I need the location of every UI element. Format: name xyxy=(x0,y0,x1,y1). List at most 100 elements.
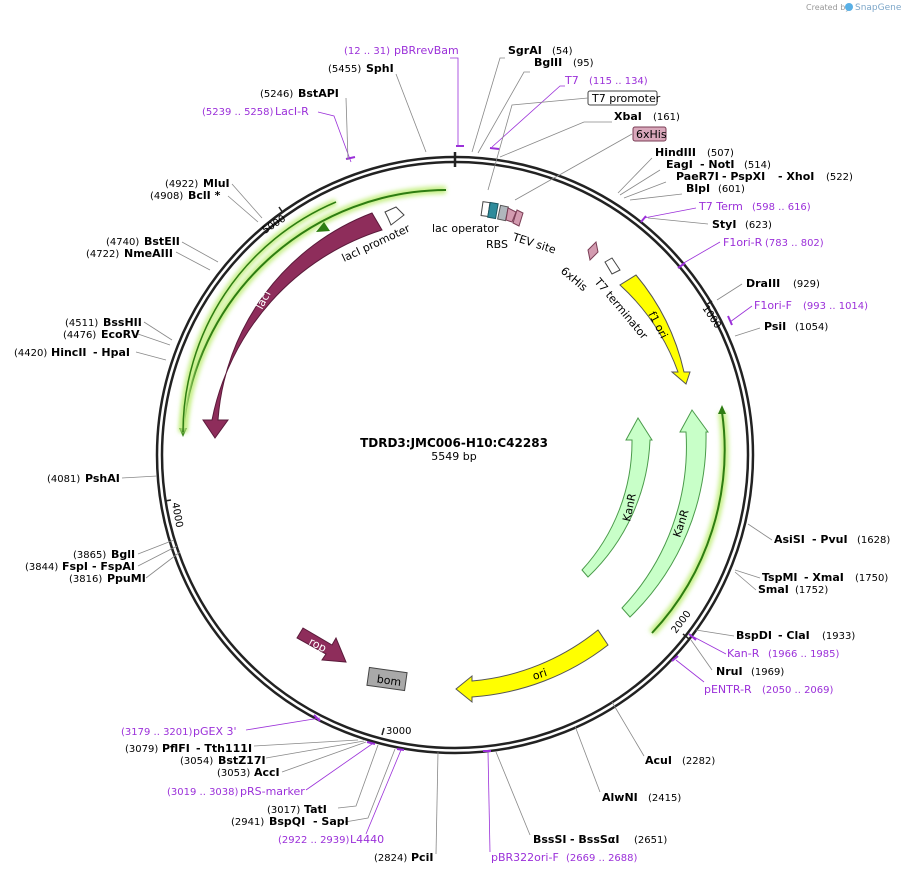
enzyme-bsshii[interactable]: (4511) BssHII xyxy=(65,316,142,329)
enzyme-pflfi-tth111i[interactable]: (3079) PflFI - Tth111I xyxy=(125,742,252,755)
svg-text:MluI: MluI xyxy=(203,177,230,190)
svg-text:(5239 .. 5258): (5239 .. 5258) xyxy=(202,107,274,118)
svg-text:(522): (522) xyxy=(826,172,853,183)
enzyme-bstapi[interactable]: (5246) BstAPI xyxy=(260,87,339,100)
svg-text:TatI: TatI xyxy=(304,803,327,816)
enzyme-bglii[interactable]: BglII (95) xyxy=(534,56,594,69)
enzyme-xbai[interactable]: XbaI (161) xyxy=(614,110,680,123)
enzyme-pshai[interactable]: (4081) PshAI xyxy=(47,472,120,485)
enzyme-pcii[interactable]: (2824) PciI xyxy=(374,851,433,864)
enzyme-bgli[interactable]: (3865) BglI xyxy=(73,548,135,561)
enzyme-tspmi-xmai[interactable]: TspMI - XmaI (1750) xyxy=(762,571,888,584)
enzyme-acui[interactable]: AcuI (2282) xyxy=(645,754,715,767)
enzyme-nrui[interactable]: NruI (1969) xyxy=(716,665,784,678)
enzyme-ppumi[interactable]: (3816) PpuMI xyxy=(69,572,146,585)
svg-text:- BssSαI: - BssSαI xyxy=(570,833,619,846)
enzyme-fspi-fspai[interactable]: (3844) FspI - FspAI xyxy=(25,560,135,573)
primer-laci-r[interactable]: (5239 .. 5258) LacI-R xyxy=(202,105,309,118)
enzyme-bsssi-bsssai[interactable]: BssSI - BssSαI (2651) xyxy=(533,833,667,846)
primer-prs-marker[interactable]: (3019 .. 3038) pRS-marker xyxy=(167,785,305,798)
svg-text:(3865): (3865) xyxy=(73,550,106,561)
primer-t7[interactable]: T7 (115 .. 134) xyxy=(564,74,648,87)
enzyme-paer7i-pspxi-xhoi[interactable]: PaeR7I - PspXI - XhoI (522) xyxy=(676,170,853,183)
svg-text:(1966 .. 1985): (1966 .. 1985) xyxy=(768,649,840,660)
enzyme-sgrai[interactable]: SgrAI (54) xyxy=(508,44,573,57)
enzyme-alwni[interactable]: AlwNI (2415) xyxy=(602,791,681,804)
svg-text:SgrAI: SgrAI xyxy=(508,44,542,57)
t7-terminator-marker xyxy=(604,257,621,275)
his-6x-box xyxy=(632,126,667,142)
primer-l4440[interactable]: (2922 .. 2939) L4440 xyxy=(278,833,384,846)
enzyme-eagi-noti[interactable]: EagI - NotI (514) xyxy=(666,158,771,171)
enzyme-draiii[interactable]: DraIII (929) xyxy=(746,277,820,290)
svg-text:- HpaI: - HpaI xyxy=(93,346,130,359)
svg-text:(2415): (2415) xyxy=(648,793,681,804)
svg-text:(3844): (3844) xyxy=(25,562,58,573)
svg-text:(623): (623) xyxy=(745,220,772,231)
svg-text:(95): (95) xyxy=(573,58,594,69)
svg-text:- XmaI: - XmaI xyxy=(804,571,844,584)
svg-text:(54): (54) xyxy=(552,46,573,57)
svg-text:(993 .. 1014): (993 .. 1014) xyxy=(803,301,868,312)
enzyme-tati[interactable]: (3017) TatI xyxy=(267,803,327,816)
svg-text:- Tth111I: - Tth111I xyxy=(196,742,252,755)
svg-text:BclI *: BclI * xyxy=(188,189,221,202)
primer-pentr-r[interactable]: pENTR-R (2050 .. 2069) xyxy=(704,683,834,696)
svg-text:AlwNI: AlwNI xyxy=(602,791,638,804)
primer-t7-term[interactable]: T7 Term (598 .. 616) xyxy=(698,200,811,213)
svg-text:(2050 .. 2069): (2050 .. 2069) xyxy=(762,685,834,696)
svg-text:EagI: EagI xyxy=(666,158,693,171)
primer-f1ori-f[interactable]: F1ori-F (993 .. 1014) xyxy=(754,299,868,312)
bom-box xyxy=(366,666,408,692)
enzyme-acci[interactable]: (3053) AccI xyxy=(217,766,280,779)
svg-text:(2651): (2651) xyxy=(634,835,667,846)
svg-text:- XhoI: - XhoI xyxy=(778,170,814,183)
svg-text:(115 .. 134): (115 .. 134) xyxy=(589,76,648,87)
svg-text:NmeAIII: NmeAIII xyxy=(124,247,173,260)
enzyme-bspdi-clai[interactable]: BspDI - ClaI (1933) xyxy=(736,629,855,642)
svg-text:(598 .. 616): (598 .. 616) xyxy=(752,202,811,213)
svg-text:F1ori-F: F1ori-F xyxy=(754,299,792,312)
primer-kan-r[interactable]: Kan-R (1966 .. 1985) xyxy=(727,647,840,660)
svg-text:BssSI: BssSI xyxy=(533,833,567,846)
enzyme-hincii-hpai[interactable]: (4420) HincII - HpaI xyxy=(14,346,130,359)
svg-text:(2922 .. 2939): (2922 .. 2939) xyxy=(278,835,350,846)
svg-text:pGEX 3': pGEX 3' xyxy=(193,725,237,738)
enzyme-bstz17i[interactable]: (3054) BstZ17I xyxy=(180,754,266,767)
enzyme-smai[interactable]: SmaI (1752) xyxy=(758,583,828,596)
enzyme-bsteii[interactable]: (4740) BstEII xyxy=(106,235,180,248)
enzyme-blpi[interactable]: BlpI (601) xyxy=(686,182,745,195)
svg-text:BspQI: BspQI xyxy=(269,815,305,828)
enzyme-psii[interactable]: PsiI (1054) xyxy=(764,320,828,333)
svg-text:(1054): (1054) xyxy=(795,322,828,333)
enzyme-asisi-pvui[interactable]: AsiSI - PvuI (1628) xyxy=(774,533,890,546)
primer-f1ori-r[interactable]: F1ori-R (783 .. 802) xyxy=(723,236,824,249)
rbs-label: RBS xyxy=(486,238,508,251)
enzyme-bspqi-sapi[interactable]: (2941) BspQI - SapI xyxy=(231,815,349,828)
primer-pbrrevbam[interactable]: (12 .. 31) pBRrevBam xyxy=(344,44,459,57)
primer-pbr322ori-f[interactable]: pBR322ori-F (2669 .. 2688) xyxy=(491,851,638,864)
svg-text:3000: 3000 xyxy=(386,726,411,737)
svg-text:PshAI: PshAI xyxy=(85,472,120,485)
enzyme-sphi[interactable]: (5455) SphI xyxy=(328,62,394,75)
svg-text:T7: T7 xyxy=(564,74,579,87)
svg-text:AsiSI: AsiSI xyxy=(774,533,805,546)
svg-text:L4440: L4440 xyxy=(350,833,384,846)
enzyme-mlui[interactable]: (4922) MluI xyxy=(165,177,230,190)
tev-site-label: TEV site xyxy=(510,230,558,257)
svg-text:BglII: BglII xyxy=(534,56,562,69)
enzyme-hindiii[interactable]: HindIII (507) xyxy=(655,146,734,159)
enzyme-nmeaiii[interactable]: (4722) NmeAIII xyxy=(86,247,173,260)
enzyme-ecorv[interactable]: (4476) EcoRV xyxy=(63,328,140,341)
svg-text:(2282): (2282) xyxy=(682,756,715,767)
enzyme-styi[interactable]: StyI (623) xyxy=(712,218,772,231)
svg-text:PsiI: PsiI xyxy=(764,320,786,333)
svg-text:(5455): (5455) xyxy=(328,64,361,75)
primer-pgex3[interactable]: (3179 .. 3201) pGEX 3' xyxy=(121,725,237,738)
svg-text:XbaI: XbaI xyxy=(614,110,642,123)
svg-text:(4511): (4511) xyxy=(65,318,98,329)
enzyme-bcli[interactable]: (4908) BclI * xyxy=(150,189,221,202)
svg-text:(514): (514) xyxy=(744,160,771,171)
created-by-label: Created by xyxy=(806,3,850,12)
